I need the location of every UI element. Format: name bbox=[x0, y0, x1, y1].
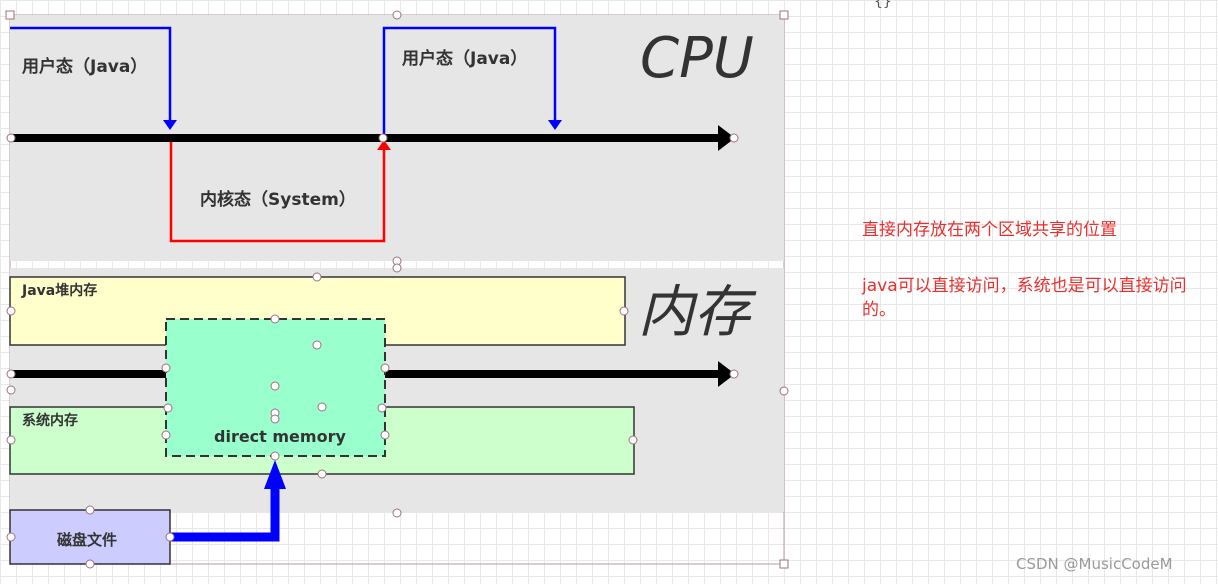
system-memory-label: 系统内存 bbox=[22, 412, 78, 429]
user-mode-label-left: 用户态（Java） bbox=[22, 56, 147, 77]
note-line-1: 直接内存放在两个区域共享的位置 bbox=[862, 220, 1117, 240]
user-mode-path-right bbox=[382, 26, 562, 136]
selection-handles bbox=[5, 10, 789, 569]
user-mode-label-right: 用户态（Java） bbox=[402, 48, 527, 69]
direct-memory-label: direct memory bbox=[214, 427, 346, 446]
java-heap-label: Java堆内存 bbox=[21, 282, 97, 299]
brace-glyph: {} bbox=[874, 0, 892, 10]
disk-file-label: 磁盘文件 bbox=[57, 531, 117, 549]
disk-to-direct-arrowhead bbox=[264, 460, 286, 489]
note-line-2: java可以直接访问，系统也是可以直接访问的。 bbox=[862, 276, 1187, 320]
watermark: CSDN @MusicCodeM bbox=[1016, 555, 1173, 573]
disk-to-direct-arrow bbox=[171, 485, 280, 542]
memory-timeline-arrowhead bbox=[718, 361, 735, 387]
user-mode-path-left bbox=[10, 26, 177, 130]
kernel-mode-path bbox=[169, 140, 391, 243]
cpu-timeline-arrowhead bbox=[718, 125, 735, 151]
cpu-timeline bbox=[10, 134, 720, 142]
kernel-mode-label: 内核态（System） bbox=[200, 189, 356, 210]
cpu-title: CPU bbox=[640, 26, 754, 91]
memory-title: 内存 bbox=[638, 280, 757, 345]
